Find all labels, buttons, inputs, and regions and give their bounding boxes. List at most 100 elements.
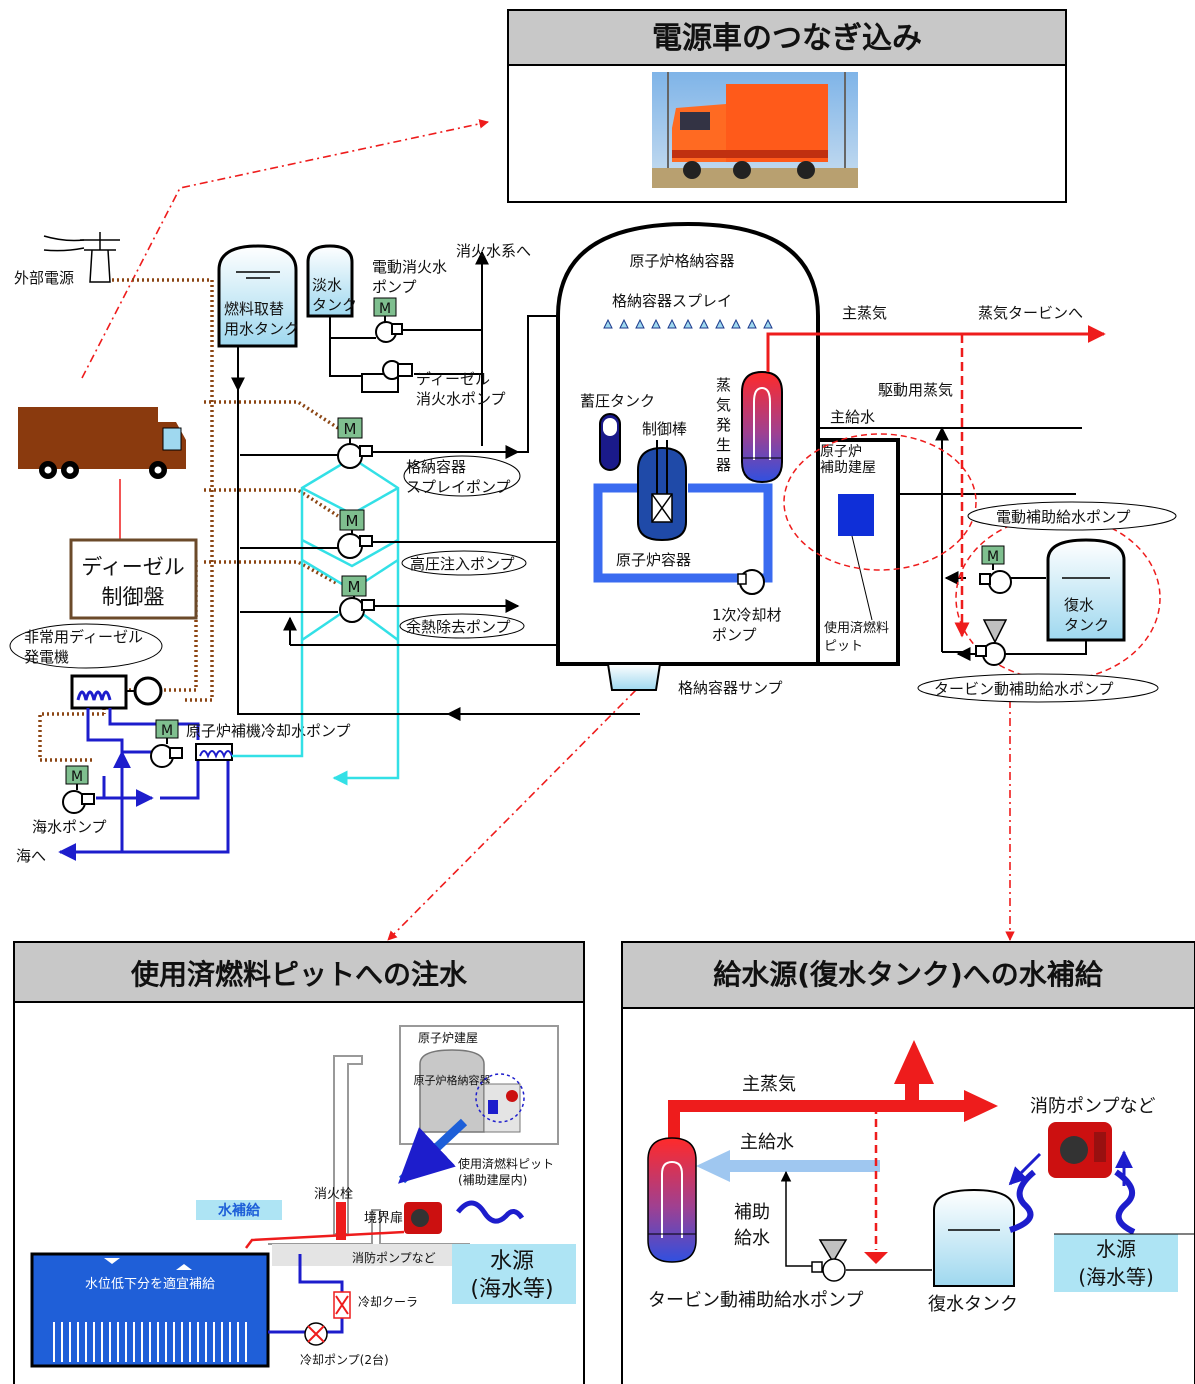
cooling-pumps-label: 冷却ポンプ(2台) xyxy=(300,1352,389,1367)
to-fire-system-label: 消火水系へ xyxy=(456,242,531,260)
vessel-inset-label: 原子炉格納容器 xyxy=(414,1073,491,1087)
aux-feed-line2: 給水 xyxy=(734,1228,770,1249)
containment-vessel-label: 原子炉格納容器 xyxy=(629,252,734,270)
fuel-racks xyxy=(53,1322,247,1362)
control-rod-label: 制御棒 xyxy=(642,420,687,438)
fuel-water-tank-line1: 燃料取替 xyxy=(224,300,284,318)
stack xyxy=(333,1055,363,1235)
accumulator-tank xyxy=(599,413,621,471)
panel-turbine-pump xyxy=(811,1239,848,1282)
electric-afw-pump: M xyxy=(979,545,1012,594)
panel-water-source-line1: 水源 xyxy=(1096,1237,1136,1261)
motor-letter: M xyxy=(344,420,357,438)
turbine-afw-label: タービン動補助給水ポンプ xyxy=(934,680,1114,698)
condensate-tank xyxy=(1046,538,1126,642)
aux-building-line1: 原子炉 xyxy=(820,444,862,460)
cs-pump-line2: スプレイポンプ xyxy=(406,478,511,496)
containment-vessel xyxy=(556,221,820,666)
containment-spray-label: 格納容器スプレイ xyxy=(612,292,732,310)
electric-fire-pump: M xyxy=(373,297,403,343)
panel-turbine-pump-label: タービン動補助給水ポンプ xyxy=(648,1290,863,1311)
diesel-fire-pump xyxy=(361,360,413,393)
fire-pump-inline: 消防ポンプなど xyxy=(352,1250,436,1265)
motor-letter: M xyxy=(346,512,359,530)
seawater-pump: M xyxy=(62,765,95,814)
panel-main-feedwater-label: 主給水 xyxy=(740,1132,794,1153)
boundary-door-label: 境界扉 xyxy=(364,1210,403,1226)
aux-building-line2: 補助建屋 xyxy=(820,460,876,476)
turbine-afw-pump xyxy=(975,619,1008,666)
hpi-pump-callout xyxy=(401,550,527,576)
hydrant-label: 消火栓 xyxy=(314,1187,353,1202)
containment-spray-pump: M xyxy=(337,417,373,469)
panel-steam-generator xyxy=(647,1137,697,1263)
ccw-heat-exchanger xyxy=(195,743,233,761)
panel-condensate-tank xyxy=(933,1188,1015,1287)
level-arrows xyxy=(104,1258,192,1270)
water-supply-tag-text: 水補給 xyxy=(218,1202,261,1219)
fire-pump-image xyxy=(404,1202,442,1234)
emergency-dg-line1: 非常用ディーゼル xyxy=(24,628,143,646)
water-source-box xyxy=(452,1244,576,1304)
sg-char-4: 生 xyxy=(716,436,731,454)
cs-pump-line1: 格納容器 xyxy=(406,458,466,476)
feedwater-panel: 給水源(復水タンク)への水補給 主蒸気 主給水 補助 給水 ター xyxy=(621,941,1195,1384)
motor-letter: M xyxy=(161,723,173,739)
ccw-pump: M xyxy=(150,719,183,768)
electric-afw-callout xyxy=(967,501,1177,531)
sg-char-2: 気 xyxy=(716,396,731,414)
rhr-pump-callout xyxy=(399,613,525,639)
reactor-coolant-pump xyxy=(737,569,765,595)
condensate-tank-line2: タンク xyxy=(1064,616,1109,634)
aux-feed-line1: 補助 xyxy=(734,1202,770,1223)
panel-main-steam-label: 主蒸気 xyxy=(742,1074,796,1095)
panel-discharge-hose xyxy=(1009,1169,1036,1233)
feedwater-title: 給水源(復水タンク)への水補給 xyxy=(713,958,1104,991)
sg-char-1: 蒸 xyxy=(716,376,731,394)
aux-building xyxy=(818,438,900,666)
fresh-water-tank xyxy=(306,244,354,318)
electric-afw-label: 電動補助給水ポンプ xyxy=(996,508,1131,526)
diesel-generator-icon xyxy=(70,674,163,710)
suction-hose xyxy=(456,1200,525,1224)
rcp-line1: 1次冷却材 xyxy=(712,606,782,624)
leader-lines xyxy=(81,119,1015,941)
containment-sump xyxy=(606,663,662,691)
spray-nozzles xyxy=(603,318,773,329)
to-turbine-label: 蒸気タービンへ xyxy=(978,304,1083,322)
rcp-line2: ポンプ xyxy=(712,626,757,644)
spent-fuel-highlight xyxy=(783,433,977,571)
electric-fire-pump-line2: ポンプ xyxy=(372,278,417,296)
external-power-label: 外部電源 xyxy=(14,269,74,287)
main-steam-line xyxy=(766,325,1106,372)
rhr-pump-label: 余熱除去ポンプ xyxy=(406,618,511,636)
supply-hose xyxy=(245,1230,405,1249)
turbine-afw-callout xyxy=(917,673,1159,703)
motor-letter: M xyxy=(71,769,83,785)
panel-fire-pump-label: 消防ポンプなど xyxy=(1030,1096,1155,1117)
panel-water-source-line2: (海水等) xyxy=(1078,1265,1154,1289)
diesel-panel-line1: ディーゼル xyxy=(81,555,185,579)
main-feedwater-label: 主給水 xyxy=(830,408,875,426)
panel-aux-feed-line xyxy=(780,1170,816,1267)
high-pressure-injection-pump: M xyxy=(337,509,373,559)
motor-letter: M xyxy=(379,301,391,317)
panel-main-steam-line xyxy=(668,1100,966,1138)
spent-fuel-pit-line1: 使用済燃料 xyxy=(824,620,889,636)
ccw-pump-label: 原子炉補機冷却水ポンプ xyxy=(186,722,351,740)
emergency-dg-callout xyxy=(9,623,163,669)
steam-generator xyxy=(741,370,783,484)
reactor-building-label: 原子炉建屋 xyxy=(418,1031,478,1045)
sfp-inset-line1: 使用済燃料ピット xyxy=(458,1156,554,1171)
cooler-label: 冷却クーラ xyxy=(358,1295,418,1309)
panel-suction-hose xyxy=(1114,1169,1136,1235)
seawater-pump-label: 海水ポンプ xyxy=(32,818,107,836)
electric-fire-pump-line1: 電動消火水 xyxy=(372,258,447,276)
water-level-note: 水位低下分を適宜補給 xyxy=(85,1276,215,1292)
sg-char-3: 発 xyxy=(716,416,731,434)
reactor-vessel xyxy=(637,440,687,542)
condensate-tank-line1: 復水 xyxy=(1064,596,1094,614)
diesel-panel-line2: 制御盤 xyxy=(102,585,165,609)
water-source-line1: 水源 xyxy=(490,1249,534,1274)
